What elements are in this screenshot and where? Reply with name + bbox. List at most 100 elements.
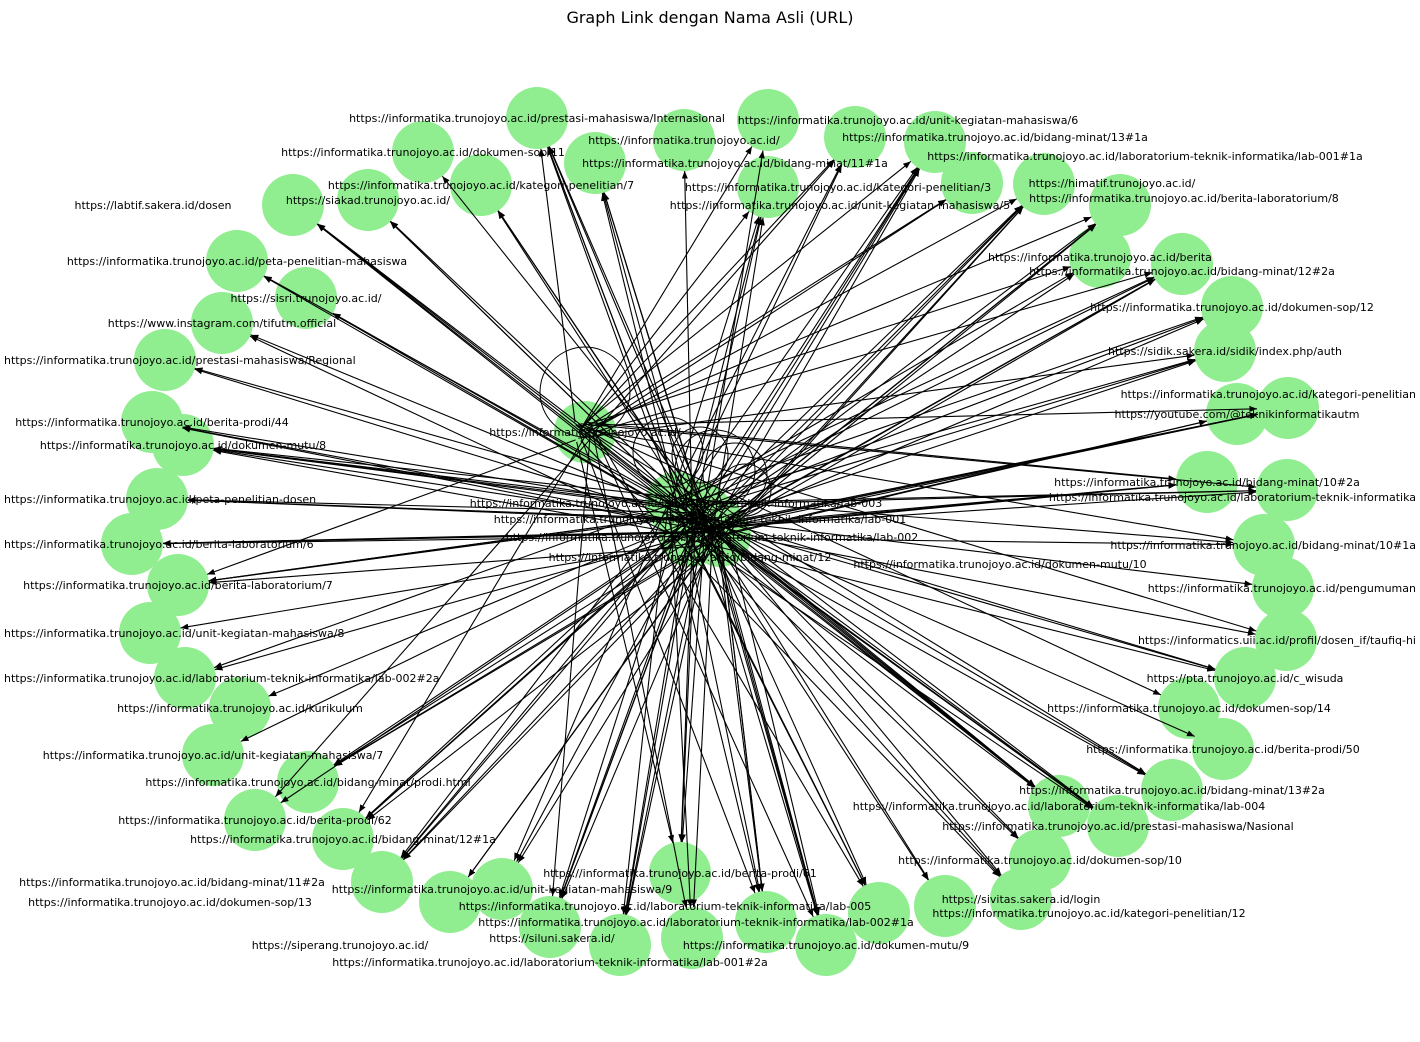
graph-node xyxy=(121,391,183,453)
graph-edge xyxy=(213,447,719,529)
graph-node xyxy=(1252,557,1314,619)
node-label: https://informatika.trunojoyo.ac.id/beri… xyxy=(543,867,817,880)
graph-edge xyxy=(716,538,819,916)
node-label: https://informatika.trunojoyo.ac.id/peta… xyxy=(4,493,316,506)
graph-node xyxy=(735,891,797,953)
graph-edge xyxy=(585,160,912,423)
node-label: https://informatika.trunojoyo.ac.id/beri… xyxy=(118,814,392,827)
graph-edge xyxy=(538,148,576,423)
node-label: https://youtube.com/@teknikinformatikaut… xyxy=(1115,408,1360,421)
figure-title: Graph Link dengan Nama Asli (URL) xyxy=(566,8,854,27)
graph-node xyxy=(564,132,626,194)
graph-edge xyxy=(332,313,717,537)
node-label: https://www.instagram.com/tifutm.officia… xyxy=(108,317,336,330)
graph-edge xyxy=(705,205,1023,523)
graph-edge xyxy=(194,367,676,504)
graph-edge xyxy=(182,426,715,529)
graph-edge xyxy=(684,216,762,513)
node-label: https://informatika.trunojoyo.ac.id/ xyxy=(489,426,681,439)
node-label: https://informatika.trunojoyo.ac.id/labo… xyxy=(927,150,1362,163)
graph-edge xyxy=(592,434,688,908)
graph-edge xyxy=(706,530,867,885)
graph-edge xyxy=(577,146,753,434)
graph-edge xyxy=(401,517,694,859)
graph-edge xyxy=(194,368,707,527)
graph-edge xyxy=(268,514,706,697)
graph-edge xyxy=(703,523,1036,788)
graph-node xyxy=(941,152,1003,214)
self-loop-edge xyxy=(718,463,772,517)
node-label: https://informatika.trunojoyo.ac.id/labo… xyxy=(4,672,439,685)
graph-edge xyxy=(710,412,1258,529)
node-label: https://informatika.trunojoyo.ac.id/bida… xyxy=(582,157,888,170)
node-label: https://informatika.trunojoyo.ac.id/pres… xyxy=(4,354,356,367)
graph-edge xyxy=(729,528,1216,671)
graph-edge xyxy=(582,211,750,427)
graph-edge xyxy=(584,425,1162,696)
graph-node xyxy=(914,875,976,937)
graph-edge xyxy=(180,543,687,630)
graph-node xyxy=(224,789,286,851)
graph-edge xyxy=(558,512,683,898)
graph-node xyxy=(450,154,512,216)
graph-node xyxy=(191,292,253,354)
graph-node xyxy=(351,851,413,913)
node-label: https://informatika.trunojoyo.ac.id/doku… xyxy=(853,558,1146,571)
graph-edge xyxy=(581,266,1071,427)
node-label: https://informatika.trunojoyo.ac.id/labo… xyxy=(478,916,913,929)
graph-node xyxy=(824,106,886,168)
graph-edge xyxy=(671,216,760,499)
node-label: https://informatika.trunojoyo.ac.id/labo… xyxy=(459,900,872,913)
graph-node xyxy=(337,169,399,231)
graph-edge xyxy=(208,544,712,586)
graph-node xyxy=(1087,795,1149,857)
graph-edge xyxy=(517,525,727,863)
graph-edge xyxy=(668,493,694,908)
graph-edge xyxy=(690,539,1216,672)
node-label: https://informatika.trunojoyo.ac.id/bida… xyxy=(1054,476,1360,489)
graph-edge xyxy=(602,192,687,497)
graph-edge xyxy=(591,405,1258,426)
node-label: https://informatika.trunojoyo.ac.id/labo… xyxy=(1049,491,1416,504)
graph-edge xyxy=(704,516,1019,839)
graph-edge xyxy=(674,497,1234,545)
node-label: https://informatika.trunojoyo.ac.id/bida… xyxy=(1019,784,1325,797)
graph-node xyxy=(737,156,799,218)
graph-edge xyxy=(715,535,1146,776)
graph-edge xyxy=(249,335,685,541)
graph-node xyxy=(589,914,651,976)
graph-edge xyxy=(367,541,725,821)
node-label: https://informatika.trunojoyo.ac.id/unit… xyxy=(738,114,1078,127)
graph-edge xyxy=(213,446,685,509)
self-loop-edge xyxy=(674,429,756,511)
node-label: https://informatika.trunojoyo.ac.id/doku… xyxy=(683,939,969,952)
graph-edge xyxy=(403,541,712,861)
self-loop-edge xyxy=(671,426,729,484)
node-label: https://informatika.trunojoyo.ac.id/beri… xyxy=(1086,743,1360,756)
graph-node xyxy=(126,468,188,530)
graph-edge xyxy=(725,536,1094,809)
graph-edge xyxy=(729,540,821,915)
graph-edge xyxy=(684,495,1094,808)
graph-edge xyxy=(594,159,835,433)
graph-node xyxy=(1256,459,1318,521)
graph-edge xyxy=(674,487,1257,506)
graph-edge xyxy=(497,210,707,522)
graph-edge xyxy=(699,520,818,916)
graph-edge xyxy=(577,423,1146,775)
node-label: https://informatika.trunojoyo.ac.id/peng… xyxy=(1148,582,1416,595)
graph-edge xyxy=(690,526,714,908)
graph-node xyxy=(737,89,799,151)
graph-edge xyxy=(333,529,708,766)
graph-node xyxy=(506,87,568,149)
node-label: https://informatika.trunojoyo.ac.id/labo… xyxy=(506,531,919,544)
graph-node xyxy=(661,907,723,969)
node-label: https://informatika.trunojoyo.ac.id/doku… xyxy=(1090,301,1374,314)
graph-edge xyxy=(516,503,710,862)
graph-node xyxy=(312,808,374,870)
node-label: https://informatika.trunojoyo.ac.id/unit… xyxy=(4,627,344,640)
graph-edge xyxy=(665,501,1195,737)
graph-node xyxy=(848,882,910,944)
graph-edge xyxy=(584,198,1018,435)
